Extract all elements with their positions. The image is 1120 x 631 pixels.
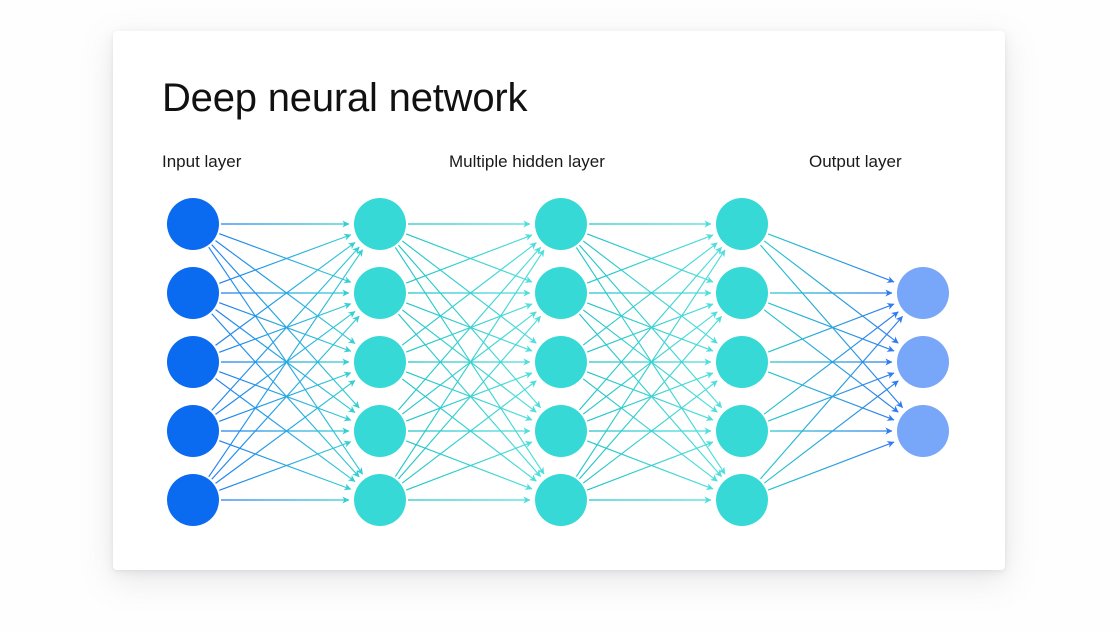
layer-label-input: Input layer <box>162 152 242 171</box>
layer-label-output: Output layer <box>809 152 902 171</box>
layer-label-hidden: Multiple hidden layer <box>449 152 605 171</box>
page-title: Deep neural network <box>162 76 528 120</box>
